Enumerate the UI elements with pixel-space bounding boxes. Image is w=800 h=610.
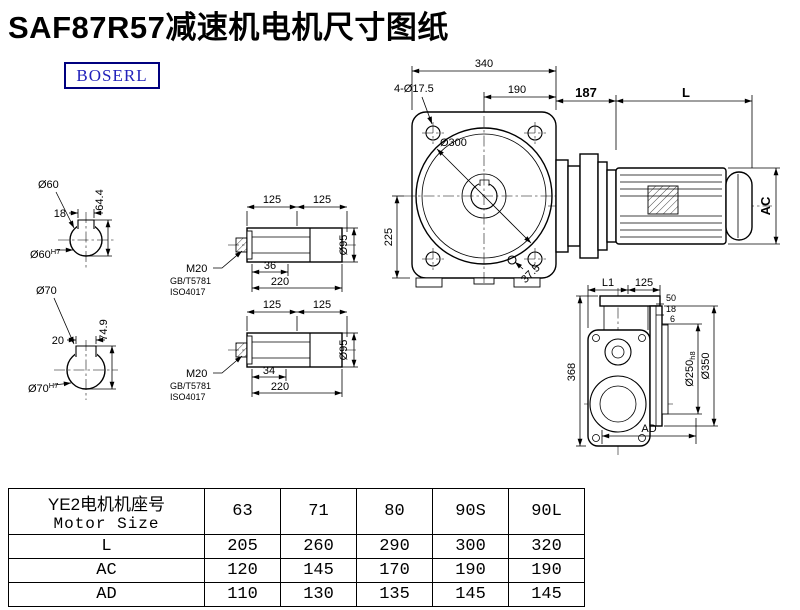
fv-flange-label: Ø300 (440, 137, 467, 149)
sv-flange-label: Ø350 (700, 353, 712, 380)
d60-label: Ø60 (38, 179, 59, 191)
table-header-size-63: 63 (204, 488, 281, 535)
shaft1-total-label: 220 (271, 276, 289, 288)
cell-AD-90s: 145 (432, 582, 509, 607)
shaft2-thread-label: M20 (186, 368, 207, 380)
d60-keywidth-label: 18 (54, 208, 66, 220)
table-row-AD: AD 110 130 135 145 145 (8, 582, 585, 607)
cell-AD-71: 130 (280, 582, 357, 607)
shaft2-dia-label: Ø95 (338, 340, 350, 361)
table-header-en: Motor Size (53, 515, 160, 533)
table-header-cn: YE2电机机座号 (47, 495, 166, 514)
sv-l1-label: L1 (602, 277, 614, 289)
shaft2-seg2-label: 125 (313, 299, 331, 311)
table-header-size-90l: 90L (508, 488, 585, 535)
gearbox-side-view: L1 125 50 18 6 368 Ø250h8 Ø350 (566, 277, 718, 458)
shaft-section-small: 18 Ø60 64.4 Ø60H7 (30, 179, 114, 268)
cell-AC-90l: 190 (508, 558, 585, 583)
d70-keywidth-label: 20 (52, 335, 64, 347)
fv-width-label: 340 (475, 58, 493, 70)
shaft2-step-label: 34 (263, 365, 275, 377)
cell-AC-71: 145 (280, 558, 357, 583)
shaft1-seg1-label: 125 (263, 194, 281, 206)
d60-height-label: 64.4 (94, 189, 106, 210)
row-label-L: L (8, 534, 205, 559)
sv-ad-label: AD (641, 423, 656, 435)
d70-label: Ø70 (36, 285, 57, 297)
shaft-detail-bottom: 125 125 M20 GB/T5781 ISO4017 34 220 Ø95 (170, 299, 358, 402)
cell-AC-90s: 190 (432, 558, 509, 583)
shaft1-std1-label: GB/T5781 (170, 276, 211, 286)
sv-18-label: 18 (666, 304, 676, 314)
motor-length-label: L (682, 85, 690, 100)
d70-bore-label: Ø70H7 (28, 381, 58, 395)
shaft1-thread-label: M20 (186, 263, 207, 275)
shaft2-seg1-label: 125 (263, 299, 281, 311)
shaft1-seg2-label: 125 (313, 194, 331, 206)
sv-125-label: 125 (635, 277, 653, 289)
motor-adapter-label: 187 (575, 85, 597, 100)
cell-AD-80: 135 (356, 582, 433, 607)
gearbox-front-view: Ø300 340 190 4-Ø17.5 225 37.5 (383, 58, 564, 288)
cell-L-71: 260 (280, 534, 357, 559)
cell-AC-63: 120 (204, 558, 281, 583)
d70-height-label: 74.9 (98, 319, 110, 340)
fv-boltholes-label: 4-Ø17.5 (394, 83, 434, 95)
row-label-AD: AD (8, 582, 205, 607)
logo-text: BOSERL (76, 65, 148, 85)
boserl-logo: BOSERL (64, 62, 160, 89)
cell-L-80: 290 (356, 534, 433, 559)
shaft2-total-label: 220 (271, 381, 289, 393)
table-header-size-71: 71 (280, 488, 357, 535)
shaft-section-large: 20 Ø70 74.9 Ø70H7 (28, 285, 118, 400)
table-header-motor-size: YE2电机机座号 Motor Size (8, 488, 205, 535)
motor-side-view: 187 L AC (548, 85, 780, 259)
fv-half-label: 190 (508, 84, 526, 96)
table-header-size-80: 80 (356, 488, 433, 535)
cell-L-90s: 300 (432, 534, 509, 559)
shaft2-std2-label: ISO4017 (170, 392, 206, 402)
shaft2-std1-label: GB/T5781 (170, 381, 211, 391)
shaft1-dia-label: Ø95 (338, 235, 350, 256)
cell-AC-80: 170 (356, 558, 433, 583)
sv-50-label: 50 (666, 293, 676, 303)
sv-spigot-label: Ø250h8 (684, 351, 697, 386)
sv-6-label: 6 (670, 314, 675, 324)
cell-L-90l: 320 (508, 534, 585, 559)
shaft-detail-top: 125 125 M20 GB/T5781 ISO4017 36 220 Ø95 (170, 194, 358, 297)
motor-dimension-table: YE2电机机座号 Motor Size 63 71 80 90S 90L L 2… (8, 488, 585, 607)
shaft1-std2-label: ISO4017 (170, 287, 206, 297)
sv-368-label: 368 (566, 363, 578, 381)
page-title: SAF87R57减速机电机尺寸图纸 (8, 10, 449, 45)
row-label-AC: AC (8, 558, 205, 583)
cell-AD-90l: 145 (508, 582, 585, 607)
d60-bore-label: Ø60H7 (30, 247, 60, 261)
shaft1-step-label: 36 (264, 260, 276, 272)
motor-ac-label: AC (758, 196, 773, 215)
table-row-AC: AC 120 145 170 190 190 (8, 558, 585, 583)
table-header-size-90s: 90S (432, 488, 509, 535)
table-row-L: L 205 260 290 300 320 (8, 534, 585, 559)
cell-L-63: 205 (204, 534, 281, 559)
cell-AD-63: 110 (204, 582, 281, 607)
fv-height-label: 225 (383, 228, 395, 246)
